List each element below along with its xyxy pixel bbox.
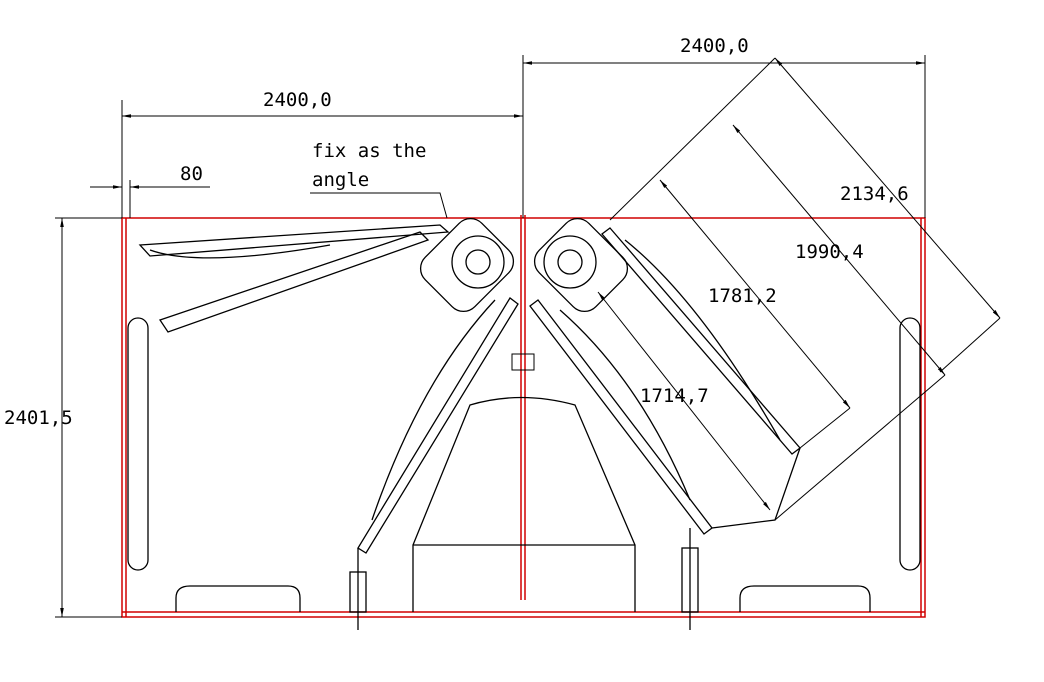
- right-upper-gate: [601, 227, 801, 455]
- gates: [138, 224, 946, 630]
- note-line-1: fix as the: [312, 140, 426, 162]
- left-bottom-handle: [175, 585, 301, 612]
- frame-outline: [121, 217, 926, 618]
- right-gate-link: [711, 447, 801, 529]
- pen-frame: [121, 215, 926, 618]
- dim-width-right: 2400,0: [680, 35, 749, 57]
- left-roller: [451, 235, 505, 289]
- feed-trough: [412, 396, 636, 612]
- dim-offset: 80: [180, 163, 203, 185]
- left-upper-gate: [138, 224, 450, 257]
- partition-clamp: [511, 353, 535, 371]
- right-roller-hub: [557, 249, 583, 275]
- right-upper-gate-rail: [624, 239, 781, 441]
- right-bottom-handle: [739, 585, 871, 612]
- note-leader: [310, 192, 448, 219]
- dim-width-left: 2400,0: [263, 89, 332, 111]
- left-roller-bracket: [419, 217, 515, 313]
- left-upper-gate-curve: [149, 244, 331, 259]
- dim-diag-3: 1781,2: [708, 285, 777, 307]
- left-middle-gate: [158, 231, 430, 333]
- ext-diag-outer-top: [609, 57, 776, 221]
- trough-outline: [412, 396, 636, 612]
- rollers: [419, 217, 629, 313]
- note-line-2: angle: [312, 169, 369, 191]
- dim-diag-2: 1990,4: [795, 241, 864, 263]
- dim-line-diag-inner: [597, 291, 771, 511]
- left-lower-gate: [357, 297, 519, 554]
- right-side-handle: [899, 317, 921, 571]
- dimensions: [55, 55, 1001, 618]
- handles: [127, 317, 921, 612]
- right-lower-gate: [529, 299, 713, 535]
- dim-diag-inner: 1714,7: [640, 385, 709, 407]
- left-lower-gate-rail: [371, 299, 496, 521]
- ext-diag-outer: [939, 317, 1001, 373]
- left-side-handle: [127, 317, 149, 571]
- ext-diag-3: [799, 407, 851, 449]
- left-roller-hub: [465, 249, 491, 275]
- right-gate-stay: [774, 374, 946, 521]
- dim-height: 2401,5: [4, 407, 73, 429]
- dim-diag-outer: 2134,6: [840, 183, 909, 205]
- right-roller: [543, 235, 597, 289]
